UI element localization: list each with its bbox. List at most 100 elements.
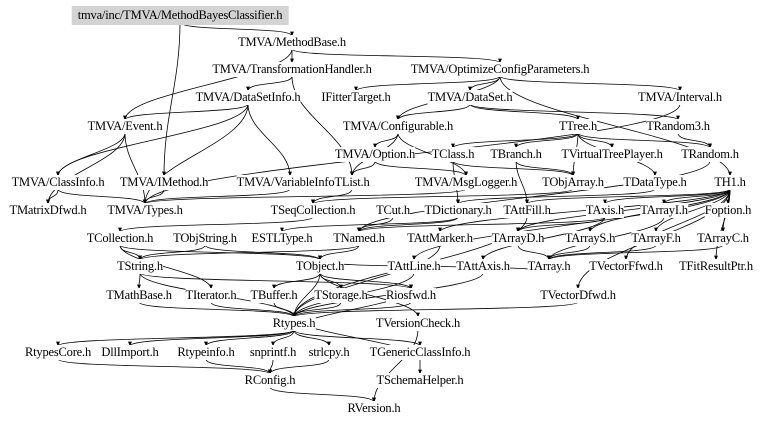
graph-node[interactable]: TArrayS.h xyxy=(564,231,616,246)
graph-node[interactable]: TMVA/ClassInfo.h xyxy=(11,175,105,190)
edge-TDictionary-to-ESTLType xyxy=(280,216,459,233)
graph-node[interactable]: TMVA/Event.h xyxy=(87,119,163,134)
edge-Rtypes-to-snprintf xyxy=(271,329,295,347)
graph-node[interactable]: TMatrixDfwd.h xyxy=(9,203,87,218)
graph-node[interactable]: TAttMarker.h xyxy=(407,231,473,246)
edge-TBranch-to-TObjArray xyxy=(515,160,575,177)
graph-node[interactable]: TVirtualTreePlayer.h xyxy=(561,147,663,162)
graph-node[interactable]: TSeqCollection.h xyxy=(270,203,356,218)
graph-node[interactable]: TArrayC.h xyxy=(697,231,749,246)
graph-node[interactable]: Rtypes.h xyxy=(272,316,316,331)
graph-node[interactable]: TAttFill.h xyxy=(503,203,551,218)
edge-TCollection-to-TObject xyxy=(119,244,322,261)
graph-node[interactable]: TGenericClassInfo.h xyxy=(369,345,471,360)
graph-node[interactable]: TClass.h xyxy=(431,147,475,162)
graph-node[interactable]: TArrayI.h xyxy=(640,203,688,218)
graph-node[interactable]: TFitResultPtr.h xyxy=(679,259,753,274)
graph-node[interactable]: TCollection.h xyxy=(86,231,154,246)
graph-node[interactable]: DllImport.h xyxy=(101,345,159,360)
edge-TDictionary-to-TNamed xyxy=(357,216,459,233)
edge-Rtypes-to-strlcpy xyxy=(293,329,331,347)
graph-node[interactable]: RVersion.h xyxy=(347,401,401,416)
edge-TString-to-Riosfwd xyxy=(139,272,413,290)
edge-TH1-to-TAttLine xyxy=(412,188,731,261)
graph-node[interactable]: TSchemaHelper.h xyxy=(376,373,464,388)
graph-node[interactable]: TNamed.h xyxy=(333,231,385,246)
graph-node[interactable]: TArrayD.h xyxy=(491,231,545,246)
edge-TH1-to-TFitResultPtr xyxy=(714,188,731,261)
graph-node[interactable]: TArrayF.h xyxy=(631,231,681,246)
edge-Rtypes-to-RtypesCore xyxy=(56,329,295,347)
edge-OptimizeConfigParameters-to-DataSet xyxy=(468,75,501,92)
edge-TClass-to-TObjArray xyxy=(452,160,575,177)
edge-RConfig-to-RVersion xyxy=(269,386,376,403)
edge-DataSet-to-Configurable xyxy=(396,103,471,121)
graph-node[interactable]: TRandom.h xyxy=(681,147,739,162)
graph-node[interactable]: IFitterTarget.h xyxy=(321,90,391,105)
graph-node[interactable]: TMVA/Configurable.h xyxy=(342,119,454,134)
graph-node[interactable]: TAxis.h xyxy=(585,203,625,218)
edge-TAxis-to-TArrayD xyxy=(516,216,606,233)
graph-node[interactable]: TBuffer.h xyxy=(250,288,298,303)
graph-node[interactable]: TMVA/MethodBase.h xyxy=(238,35,346,50)
graph-node[interactable]: TAttAxis.h xyxy=(456,259,510,274)
graph-node[interactable]: TMVA/DataSet.h xyxy=(427,90,513,105)
edge-TObject-to-TVersionCheck xyxy=(319,272,420,318)
graph-node[interactable]: Foption.h xyxy=(704,203,752,218)
graph-node[interactable]: strlcpy.h xyxy=(308,345,350,360)
graph-node[interactable]: TList.h xyxy=(334,175,370,190)
graph-node[interactable]: TObjString.h xyxy=(173,231,237,246)
graph-node[interactable]: TTree.h xyxy=(558,119,598,134)
graph-node[interactable]: TMVA/IMethod.h xyxy=(119,175,209,190)
graph-node[interactable]: TBranch.h xyxy=(490,147,542,162)
graph-node[interactable]: TMVA/Types.h xyxy=(107,203,183,218)
edge-Event-to-Types xyxy=(124,132,147,205)
graph-node[interactable]: TString.h xyxy=(117,259,163,274)
edge-TNamed-to-TObject xyxy=(318,244,360,261)
edge-MsgLogger-to-Types xyxy=(143,188,467,205)
graph-node[interactable]: TDictionary.h xyxy=(424,203,492,218)
graph-node[interactable]: TDataType.h xyxy=(623,175,687,190)
graph-node[interactable]: TRandom3.h xyxy=(646,119,710,134)
graph-node[interactable]: TMVA/VariableInfo.h xyxy=(236,175,344,190)
graph-node[interactable]: TStorage.h xyxy=(314,288,368,303)
graph-node[interactable]: TCut.h xyxy=(376,203,410,218)
graph-node[interactable]: TMVA/Option.h xyxy=(334,147,416,162)
graph-node[interactable]: TH1.h xyxy=(714,175,746,190)
graph-node[interactable]: TArray.h xyxy=(527,259,571,274)
edge-ClassInfo-to-Types xyxy=(57,188,147,205)
graph-node[interactable]: TMVA/TransformationHandler.h xyxy=(212,62,372,77)
edge-TTree-to-TRandom xyxy=(577,132,712,149)
edge-TIterator-to-Rtypes xyxy=(210,301,296,318)
graph-node[interactable]: Rtypeinfo.h xyxy=(177,345,235,360)
graph-node[interactable]: TVersionCheck.h xyxy=(375,316,461,331)
graph-node[interactable]: TMathBase.h xyxy=(106,288,172,303)
graph-node[interactable]: snprintf.h xyxy=(249,345,297,360)
edge-TTree-to-TBranch xyxy=(514,132,579,149)
graph-node[interactable]: TObject.h xyxy=(295,259,345,274)
graph-node[interactable]: TAttLine.h xyxy=(387,259,441,274)
graph-node[interactable]: TMVA/OptimizeConfigParameters.h xyxy=(410,62,590,77)
graph-node[interactable]: Riosfwd.h xyxy=(386,288,436,303)
graph-node[interactable]: ESTLType.h xyxy=(251,231,313,246)
graph-node[interactable]: TVectorDfwd.h xyxy=(540,288,616,303)
edge-TVersionCheck-to-RVersion xyxy=(372,329,419,403)
edge-MethodBase-to-Event xyxy=(123,48,293,121)
edge-Event-to-TMatrixDfwd xyxy=(46,132,126,205)
edge-TRandom-to-TNamed xyxy=(357,160,711,233)
edge-TArrayF-to-TArray xyxy=(547,244,657,261)
edge-DataSetInfo-to-Event xyxy=(123,103,249,121)
graph-node[interactable]: RtypesCore.h xyxy=(25,345,91,360)
graph-node[interactable]: TMVA/Interval.h xyxy=(638,90,722,105)
edge-TArrayC-to-TArray xyxy=(547,244,724,261)
graph-node[interactable]: RConfig.h xyxy=(244,373,296,388)
graph-node[interactable]: TObjArray.h xyxy=(542,175,604,190)
graph-node[interactable]: TMVA/MsgLogger.h xyxy=(414,175,518,190)
edge-TH1-to-TArrayF xyxy=(654,188,731,233)
graph-node[interactable]: TIterator.h xyxy=(185,288,237,303)
root-node[interactable]: tmva/inc/TMVA/MethodBayesClassifier.h xyxy=(71,6,289,25)
graph-node[interactable]: TVectorFfwd.h xyxy=(589,259,663,274)
edge-TObjString-to-TString xyxy=(138,244,206,261)
graph-node[interactable]: TMVA/DataSetInfo.h xyxy=(195,90,301,105)
